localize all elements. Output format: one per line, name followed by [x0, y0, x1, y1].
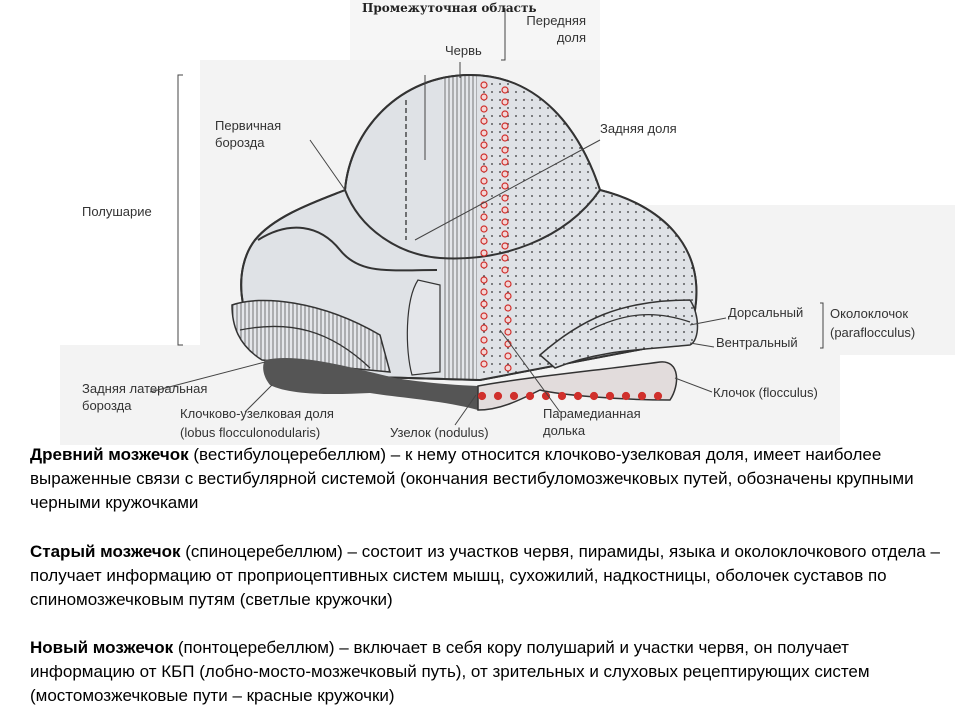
red-circle	[501, 146, 509, 154]
red-circle	[480, 312, 488, 320]
label-vermis: Червь	[445, 43, 482, 58]
red-circle	[509, 391, 519, 401]
paragraph-archicerebellum: Древний мозжечок (вестибулоцеребеллюм) –…	[30, 443, 950, 515]
red-circle	[480, 93, 488, 101]
red-circles	[477, 81, 663, 401]
red-circle	[493, 391, 503, 401]
red-circle	[480, 348, 488, 356]
red-circle	[480, 276, 488, 284]
cerebellum-diagram	[60, 8, 955, 445]
red-circle	[621, 391, 631, 401]
label-intermediate-zone: Промежуточная область	[362, 1, 537, 15]
red-circle	[501, 194, 509, 202]
red-circle	[477, 391, 487, 401]
red-circle	[504, 280, 512, 288]
term-archicerebellum: Древний мозжечок	[30, 445, 189, 464]
red-circle	[480, 129, 488, 137]
paragraph-neocerebellum: Новый мозжечок (понтоцеребеллюм) – включ…	[30, 636, 950, 708]
red-circle	[653, 391, 663, 401]
red-circle	[480, 288, 488, 296]
red-circle	[480, 213, 488, 221]
paragraph-paleocerebellum: Старый мозжечок (спиноцеребеллюм) – сост…	[30, 540, 950, 612]
red-circle	[480, 141, 488, 149]
label-dorsal: Дорсальный	[728, 305, 804, 320]
red-circle	[525, 391, 535, 401]
label-flocculonodular-lobe-latin: (lobus flocculonodularis)	[180, 425, 321, 440]
red-circle	[501, 110, 509, 118]
red-circle	[504, 316, 512, 324]
term-neocerebellum: Новый мозжечок	[30, 638, 174, 657]
red-circle	[605, 391, 615, 401]
red-circle	[501, 122, 509, 130]
label-posterior-lobe: Задняя доля	[600, 121, 677, 136]
label-flocculus: Клочок (flocculus)	[713, 385, 818, 400]
red-circle	[589, 391, 599, 401]
red-circle	[504, 352, 512, 360]
description-paleocerebellum: (спиноцеребеллюм) – состоит из участков …	[30, 542, 940, 609]
red-circle	[501, 98, 509, 106]
red-circle	[501, 254, 509, 262]
description-neocerebellum: (понтоцеребеллюм) – включает в себя кору…	[30, 638, 870, 705]
label-nodulus: Узелок (nodulus)	[390, 425, 489, 440]
red-circle	[480, 249, 488, 257]
red-circle	[501, 182, 509, 190]
cerebellum-body	[231, 73, 699, 411]
red-circle	[480, 81, 488, 89]
red-circle	[501, 206, 509, 214]
red-circle	[557, 391, 567, 401]
label-anterior-lobe: Передняя доля	[526, 13, 586, 45]
term-paleocerebellum: Старый мозжечок	[30, 542, 181, 561]
red-circle	[501, 134, 509, 142]
label-primary-fissure: Первичная борозда	[215, 118, 282, 150]
red-circle	[504, 364, 512, 372]
label-posterolateral-fissure: Задняя латеральная борозда	[82, 381, 208, 413]
red-circle	[501, 86, 509, 94]
red-circle	[504, 292, 512, 300]
red-circle	[504, 328, 512, 336]
label-ventral: Вентральный	[716, 335, 798, 350]
red-circle	[501, 266, 509, 274]
red-circle	[480, 105, 488, 113]
red-circle	[501, 158, 509, 166]
red-circle	[480, 300, 488, 308]
label-paraflocculus-latin: (paraflocculus)	[830, 325, 916, 340]
red-circle	[480, 336, 488, 344]
red-circle	[480, 360, 488, 368]
red-circle	[501, 170, 509, 178]
label-paraflocculus: Околоклочок	[830, 306, 909, 321]
red-circle	[480, 117, 488, 125]
red-circle	[637, 391, 647, 401]
primary-fissure-line	[344, 189, 601, 260]
red-circle	[501, 218, 509, 226]
red-circle	[504, 304, 512, 312]
red-circle	[480, 261, 488, 269]
red-circle	[573, 391, 583, 401]
red-circle	[480, 177, 488, 185]
red-circle	[480, 225, 488, 233]
red-circle	[480, 189, 488, 197]
red-circle	[501, 242, 509, 250]
red-circle	[480, 237, 488, 245]
red-circle	[480, 324, 488, 332]
description-archicerebellum: (вестибулоцеребеллюм) – к нему относится…	[30, 445, 914, 512]
label-hemisphere: Полушарие	[82, 204, 152, 219]
red-circle	[480, 153, 488, 161]
red-circle	[501, 230, 509, 238]
flocculonodular-lobe-shape	[263, 357, 478, 410]
label-flocculonodular-lobe: Клочково-узелковая доля	[180, 406, 334, 421]
label-paramedian-lobule: Парамедианная долька	[543, 406, 641, 438]
red-circle	[480, 165, 488, 173]
